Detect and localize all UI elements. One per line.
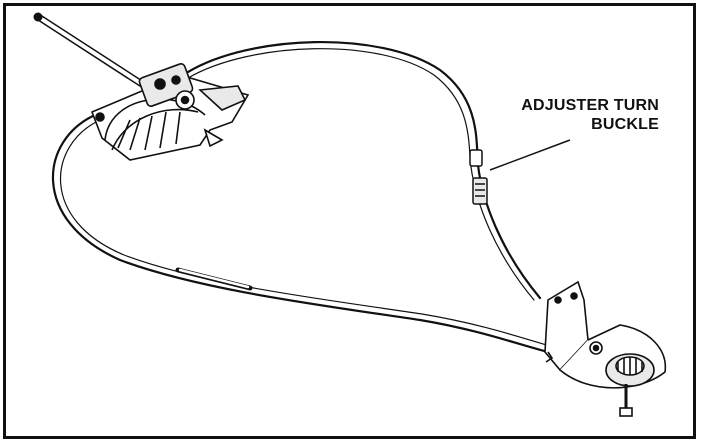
- callout-leader: [489, 139, 571, 171]
- turnbuckle: [469, 149, 488, 205]
- lower-cable: [52, 113, 550, 354]
- callout-line-2: BUCKLE: [591, 116, 659, 133]
- upper-cable: [186, 40, 542, 300]
- lower-regulator-bracket: [544, 280, 667, 417]
- callout-line-1: ADJUSTER TURN: [521, 97, 659, 114]
- upper-regulator-mechanism: [90, 63, 250, 161]
- adjuster-turnbuckle-callout: ADJUSTER TURN BUCKLE: [521, 96, 659, 134]
